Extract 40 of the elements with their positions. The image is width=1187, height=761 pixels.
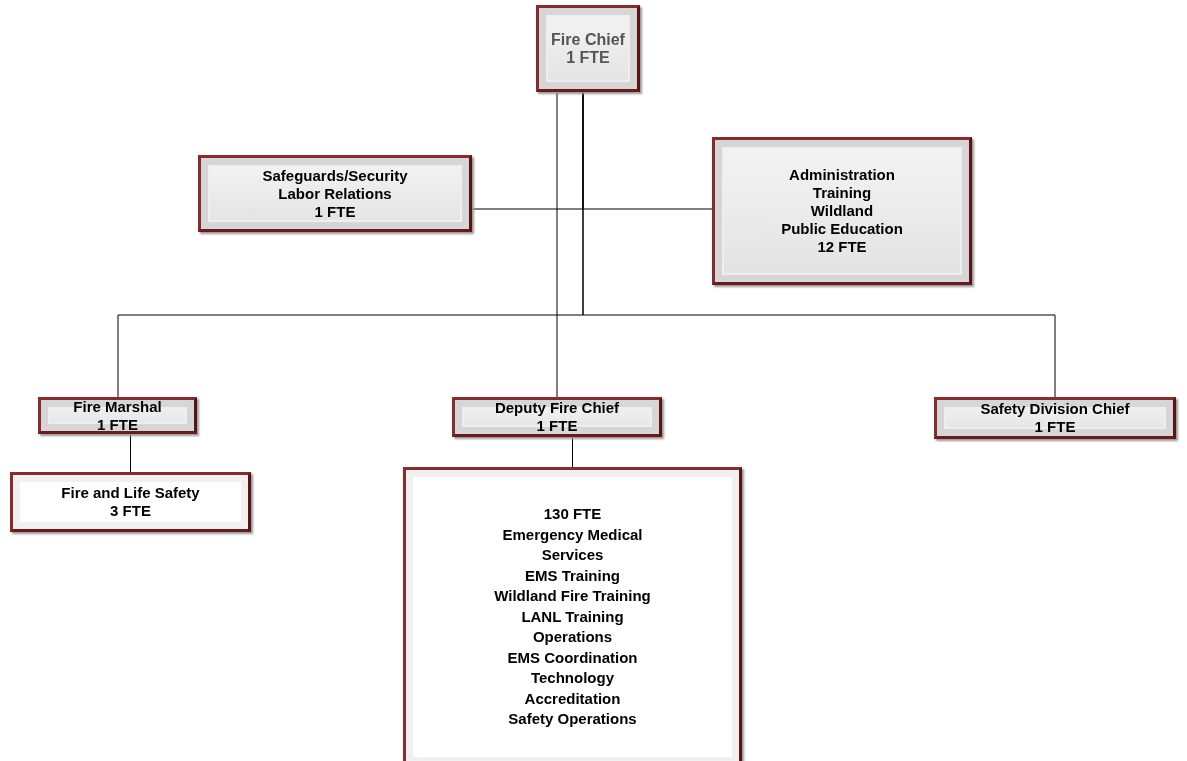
connector-line	[556, 91, 558, 398]
role-label: Deputy Fire Chief	[494, 399, 620, 417]
role-label: 1 FTE	[314, 202, 356, 221]
role-label: 1 FTE	[566, 48, 610, 67]
role-label: LANL Training	[521, 606, 624, 627]
role-label: Fire Chief	[551, 30, 625, 49]
role-label: Training	[812, 184, 872, 202]
role-label: 12 FTE	[817, 238, 867, 256]
role-label: Safeguards/Security	[262, 166, 408, 185]
role-label: Fire and Life Safety	[61, 484, 200, 502]
org-box	[10, 472, 251, 532]
org-box	[198, 155, 472, 232]
role-label: Safety Operations	[508, 709, 637, 730]
connector-line	[572, 436, 573, 468]
role-label: Accreditation	[524, 688, 621, 709]
role-label: Emergency Medical Services	[501, 524, 644, 566]
role-label: Wildland	[810, 202, 874, 220]
role-label: Safety Division Chief	[980, 400, 1130, 418]
role-label: EMS Coordination	[507, 647, 638, 668]
role-label: 1 FTE	[97, 415, 138, 434]
org-box	[536, 5, 640, 92]
role-label: 1 FTE	[1034, 418, 1076, 436]
org-box	[38, 397, 197, 434]
role-label: Administration	[789, 166, 895, 184]
role-label: Labor Relations	[278, 184, 392, 203]
role-label: 130 FTE	[543, 504, 602, 525]
org-box	[712, 137, 972, 285]
role-label: EMS Training	[525, 565, 620, 586]
role-label: Wildland Fire Training	[494, 586, 651, 607]
connector-line	[582, 91, 1056, 398]
role-label: Technology	[530, 668, 615, 689]
org-box	[403, 467, 742, 761]
role-label: Public Education	[781, 220, 903, 238]
role-label: Fire Marshal	[73, 397, 162, 416]
role-label: 1 FTE	[536, 417, 578, 435]
role-label: Operations	[532, 627, 613, 648]
role-label: 3 FTE	[110, 502, 151, 520]
org-box	[452, 397, 662, 437]
connector-line	[130, 433, 131, 473]
org-box	[934, 397, 1176, 439]
